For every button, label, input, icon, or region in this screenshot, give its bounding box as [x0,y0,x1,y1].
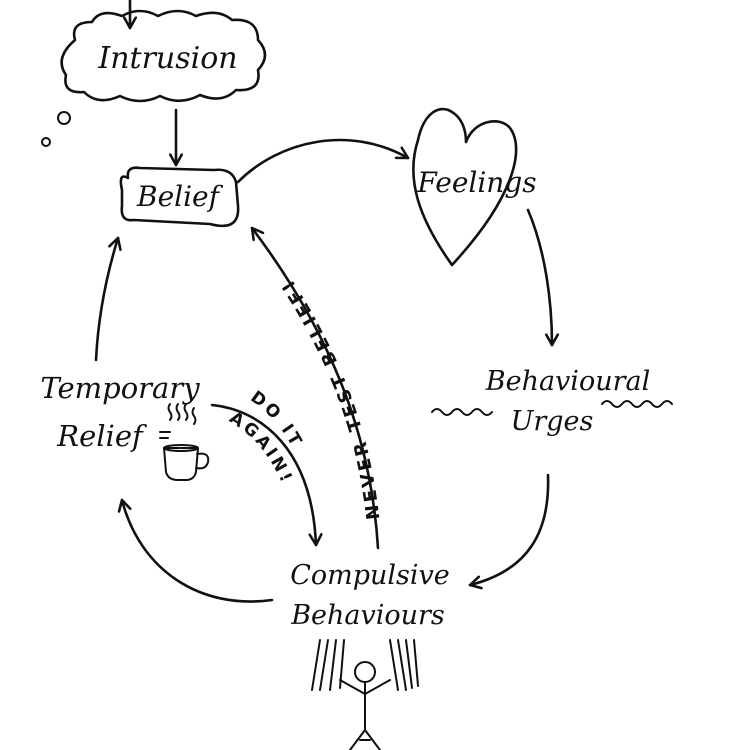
squiggle-right [601,400,673,408]
arrow-belief-to-feelings [236,138,410,184]
behavioural-urges-label-line2: Urges [511,406,594,437]
temporary-relief-label-line2: Relief [56,419,148,453]
arrow-urges-to-compulsive [468,473,550,585]
thought-cloud-icon [41,9,267,147]
arrow-never-test-belief [250,226,380,550]
heart-icon [412,107,518,267]
temporary-relief-label-line1: Temporary [40,371,200,405]
coffee-cup-icon [159,403,210,481]
arrow-compulsive-to-relief [122,498,274,603]
arrow-relief-to-belief [94,236,118,362]
arrow-do-it-again [210,403,316,547]
feelings-label: Feelings [416,166,536,199]
squiggle-left [431,408,493,416]
stick-figure-icon [311,639,419,750]
compulsive-label-line2: Behaviours [290,600,445,631]
intrusion-label: Intrusion [97,41,237,76]
compulsive-label-line1: Compulsive [290,560,450,591]
belief-box [119,166,240,228]
belief-label: Belief [136,180,224,213]
arrow-feelings-to-urges [526,208,552,347]
behavioural-urges-label-line1: Behavioural [485,366,650,397]
never-test-belief-label: NEVER TEST BELIEF! [277,274,385,521]
